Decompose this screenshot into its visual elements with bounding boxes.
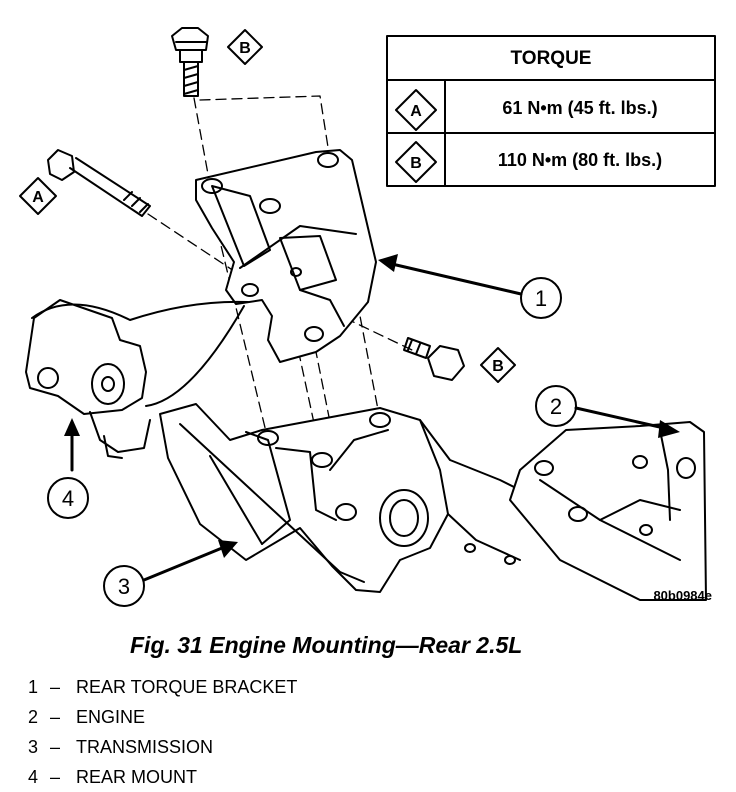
callout-3 (103, 540, 238, 607)
bolt-b-top-label: B (239, 40, 251, 57)
rear-torque-bracket (195, 149, 377, 363)
torque-value-a: 61 N•m (45 ft. lbs.) (502, 98, 657, 118)
legend-item-number: 3 (28, 737, 39, 757)
figure-reference-code: 80b0984e (653, 588, 712, 603)
bolt-b-right (403, 337, 465, 381)
legend-item-text: TRANSMISSION (76, 737, 214, 757)
legend-item-number: 4 (28, 767, 39, 787)
legend-item-dash: – (50, 677, 61, 697)
callout-4 (47, 477, 89, 519)
torque-key-a: A (410, 103, 422, 120)
bolt-a (47, 149, 151, 217)
legend-item-text: ENGINE (76, 707, 146, 727)
legend-item-dash: – (50, 707, 61, 727)
parts-legend: 1–REAR TORQUE BRACKET 2–ENGINE 3–TRANSMI… (28, 672, 297, 792)
bolt-b-top (171, 27, 209, 97)
torque-table-header: TORQUE (511, 48, 592, 69)
callout-1-number: 1 (535, 286, 547, 311)
callout-2-number: 2 (550, 394, 562, 419)
torque-value-b: 110 N•m (80 ft. lbs.) (498, 150, 662, 170)
bolt-a-label: A (32, 189, 44, 206)
figure-caption: Fig. 31 Engine Mounting—Rear 2.5L (130, 632, 523, 658)
legend-item: 2–ENGINE (28, 702, 297, 732)
transmission (159, 403, 541, 593)
engine (509, 421, 707, 601)
legend-item-number: 1 (28, 677, 39, 697)
callout-2 (535, 385, 680, 438)
legend-item-number: 2 (28, 707, 39, 727)
legend-item-dash: – (50, 767, 61, 787)
bolt-b-right-diamond (480, 347, 516, 383)
torque-key-b-diamond (395, 141, 437, 183)
torque-key-a-diamond (395, 89, 437, 131)
legend-item: 4–REAR MOUNT (28, 762, 297, 792)
torque-table (386, 35, 716, 187)
engine-mount-diagram: TORQUE A 61 N•m (45 ft. lbs.) B 110 N•m … (19, 27, 716, 607)
bolt-b-right-label: B (492, 358, 504, 375)
legend-item: 3–TRANSMISSION (28, 732, 297, 762)
rear-mount (25, 299, 249, 459)
legend-item-text: REAR MOUNT (76, 767, 197, 787)
legend-item-dash: – (50, 737, 61, 757)
callout-3-number: 3 (118, 574, 130, 599)
callout-1 (378, 254, 562, 319)
legend-item-text: REAR TORQUE BRACKET (76, 677, 298, 697)
bolt-b-top-diamond (227, 29, 263, 65)
torque-key-b: B (410, 155, 422, 172)
bolt-a-diamond (19, 177, 57, 215)
legend-item: 1–REAR TORQUE BRACKET (28, 672, 297, 702)
callout-4-number: 4 (62, 486, 74, 511)
